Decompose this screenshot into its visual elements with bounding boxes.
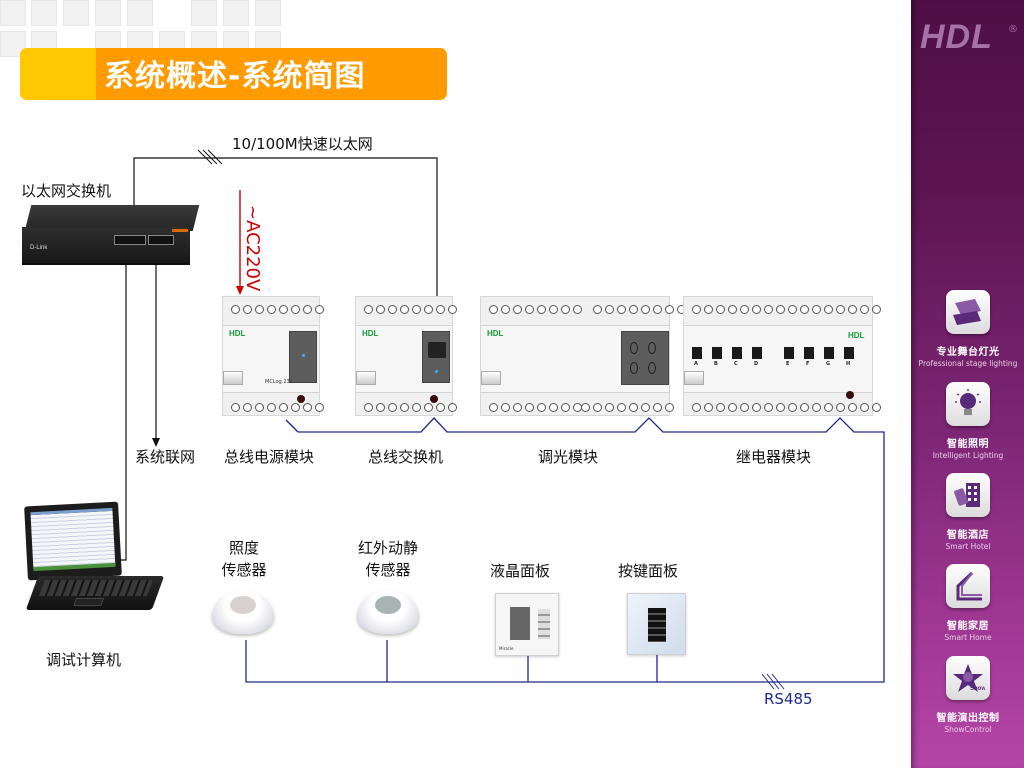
hdl-logo: HDL [920,18,993,56]
network-label: 系统联网 [135,448,196,466]
network-arrow-head [152,438,160,447]
relay-channel-label: G [826,361,831,367]
sidebar-item-smart-hotel[interactable]: 智能酒店 Smart Hotel [914,473,1022,551]
ethernet-cable-hatch [197,149,223,165]
device-label-lux-sensor: 照度传感器 [221,539,267,579]
power-arrow-head [236,286,244,295]
relay-switch-d [752,347,762,359]
keypad-device [627,593,686,655]
home-icon [946,564,990,608]
debug-computer-device [22,501,165,614]
module-label-bus-switch: 总线交换机 [368,448,444,466]
pir-sensor-device [357,590,419,634]
relay-channel-label: C [734,361,738,367]
sidebar-item-show-control[interactable]: Show 智能演出控制 ShowControl [914,656,1022,734]
relay-switch-g [824,347,834,359]
bus-switch-module: HDL [355,296,457,416]
device-label-keypad: 按键面板 [618,562,679,580]
stage-icon [946,290,990,334]
ethernet-switch-device: D-Link [22,205,200,273]
device-label-pir-sensor: 红外动静传感器 [357,539,418,579]
title-banner [20,48,447,100]
ethernet-cable [133,157,438,348]
module-label-relay: 继电器模块 [736,448,812,466]
relay-channel-label: F [806,361,810,367]
computer-label: 调试计算机 [46,651,122,669]
relay-channel-label: H [846,361,851,367]
rs485-hatch [761,673,785,690]
ethernet-switch-label: 以太网交换机 [21,182,112,200]
bulb-icon [946,382,990,426]
relay-switch-a [692,347,702,359]
registered-mark: ® [1008,24,1018,35]
svg-text:Show: Show [970,686,985,692]
relay-switch-c [732,347,742,359]
bus-line-power-module [285,419,299,433]
relay-switch-h [844,347,854,359]
relay-switch-row: A B C D E F G H [692,347,872,371]
showcontrol-icon: Show [946,656,990,700]
lux-sensor-device [212,590,274,634]
dimmer-module: HDL [480,296,686,416]
page-title: 系统概述-系统简图 [104,59,366,94]
relay-channel-label: B [714,361,718,367]
power-label: ~AC220V [242,205,263,292]
sidebar-item-smart-home[interactable]: 智能家居 Smart Home [914,564,1022,642]
hotel-icon [946,473,990,517]
ethernet-label: 10/100M快速以太网 [232,135,373,153]
wiring-diagram [118,149,885,690]
sidebar-item-intelligent-lighting[interactable]: 智能照明 Intelligent Lighting [914,382,1022,460]
device-label-lcd-panel: 液晶面板 [490,562,551,580]
relay-channel-label: E [786,361,790,367]
relay-switch-b [712,347,722,359]
sidebar-item-stage-lighting[interactable]: 专业舞台灯光 Professional stage lighting [914,290,1022,368]
lcd-panel-device: Miracle [495,593,559,656]
module-label-power: 总线电源模块 [224,448,315,466]
relay-switch-e [784,347,794,359]
module-model: MCLog.231 [265,379,293,385]
bus-label: RS485 [764,690,813,708]
bus-line-modules [245,417,885,683]
relay-channel-label: A [694,361,698,367]
relay-channel-label: D [754,361,759,367]
relay-switch-f [804,347,814,359]
module-label-dimmer: 调光模块 [538,448,599,466]
bus-power-module: HDL MCLog.231 [222,296,324,416]
